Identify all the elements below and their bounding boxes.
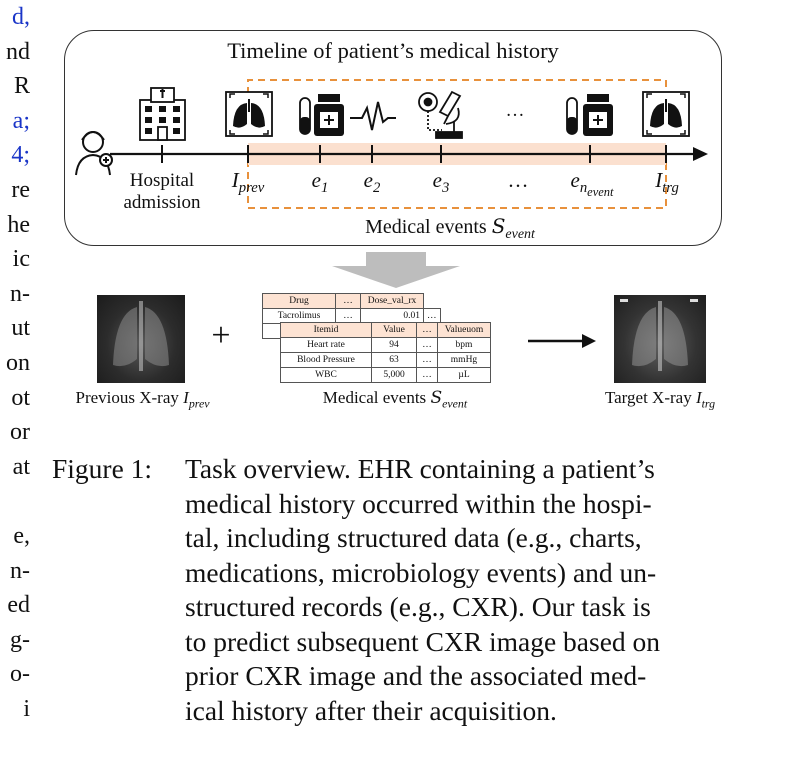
- left-column-line: ic: [12, 246, 30, 273]
- timeline-ticks: [161, 145, 667, 163]
- label-en-event: enevent: [570, 168, 614, 200]
- hospital-admission-label: Hospital admission: [123, 170, 201, 213]
- plus-sign: +: [211, 317, 231, 354]
- caption-line: tal, including structured data (e.g., ch…: [185, 522, 642, 553]
- chart-cell: bpm: [437, 337, 491, 353]
- left-column-line: i: [23, 695, 30, 722]
- previous-xray-label: Previous X-ray Iprev: [75, 388, 210, 411]
- timeline-arrowhead: [693, 147, 708, 161]
- label-e3: e3: [432, 168, 450, 197]
- left-column-line: [0, 484, 30, 519]
- label-e2: e2: [363, 168, 381, 197]
- chart-header-2: …: [416, 322, 438, 338]
- medication-icon-e1: [299, 94, 344, 136]
- timeline-panel: [64, 30, 722, 246]
- left-column-line: he: [7, 211, 30, 238]
- left-column-line: e,: [13, 522, 30, 549]
- label-ellipsis: …: [507, 168, 529, 192]
- left-column-line: ot: [11, 384, 30, 411]
- medical-events-timeline-label: Medical events 𝑆event: [365, 216, 535, 242]
- chart-cell: …: [416, 367, 438, 383]
- right-arrowhead: [582, 334, 596, 348]
- lungs-icon-trg: [642, 91, 690, 137]
- caption-label: Figure 1:: [52, 453, 153, 484]
- microscope-icon-e3: [418, 90, 463, 139]
- chart-header-1: Value: [371, 322, 417, 338]
- icon-ellipsis: …: [505, 100, 525, 121]
- label-e1: e1: [311, 168, 329, 197]
- drug-header-0: Drug: [262, 293, 336, 309]
- chart-cell: Blood Pressure: [280, 352, 372, 368]
- chart-cell: µL: [437, 367, 491, 383]
- caption-line: prior CXR image and the associated med-: [185, 660, 647, 691]
- chart-cell: mmHg: [437, 352, 491, 368]
- drug-header-3: [423, 293, 440, 309]
- label-i-trg: Itrg: [655, 168, 679, 197]
- previous-xray-lungs: [113, 301, 169, 371]
- drug-header-2: Dose_val_rx: [360, 293, 424, 309]
- label-i-prev: Iprev: [231, 168, 265, 197]
- left-column-line: at: [12, 453, 30, 480]
- patient-icon: [75, 131, 113, 176]
- left-column-line: ed: [7, 592, 30, 619]
- chart-cell: …: [416, 337, 438, 353]
- dashed-bracket-bottom: [247, 160, 667, 209]
- drug-header-1: …: [335, 293, 361, 309]
- chart-cell: …: [416, 352, 438, 368]
- left-column-line: n-: [10, 280, 30, 307]
- left-column-line: d,: [12, 4, 30, 30]
- caption-line: Task overview. EHR containing a patient’…: [185, 453, 655, 484]
- chart-header-0: Itemid: [280, 322, 372, 338]
- left-column-line: on: [6, 349, 30, 376]
- medical-events-table-label: Medical events 𝑆event: [322, 388, 468, 411]
- down-arrow: [332, 252, 460, 288]
- lungs-icon-prev: [225, 91, 273, 137]
- hospital-icon: [139, 87, 186, 141]
- left-column-line: or: [10, 419, 30, 446]
- chart-header-3: Valueuom: [437, 322, 491, 338]
- left-column-line: ut: [11, 315, 30, 342]
- left-column-line: o-: [10, 661, 30, 688]
- caption-line: medications, microbiology events) and un…: [185, 556, 657, 588]
- left-column-line: R: [13, 73, 30, 100]
- timeline-graphic: [75, 79, 708, 348]
- chart-cell: WBC: [280, 367, 372, 383]
- chart-cell: 94: [371, 337, 417, 353]
- left-column-line: g-: [10, 626, 30, 653]
- left-column-line: re: [11, 176, 30, 203]
- previous-xray-image: [97, 295, 185, 383]
- pulse-icon-e2: [350, 101, 396, 131]
- left-column-line: 4;: [11, 142, 30, 169]
- left-column-line: nd: [6, 38, 30, 65]
- caption-line: ical history after their acquisition.: [185, 694, 557, 726]
- target-xray-lungs: [620, 299, 698, 371]
- chart-cell: 5,000: [371, 367, 417, 383]
- caption-line: structured records (e.g., CXR). Our task…: [185, 591, 651, 622]
- medication-icon-en: [566, 94, 613, 136]
- timeline-title: Timeline of patient’s medical history: [227, 38, 559, 63]
- caption-line: to predict subsequent CXR image based on: [185, 625, 661, 657]
- target-xray-label: Target X-ray Itrg: [604, 388, 716, 411]
- target-xray-image: [614, 295, 706, 383]
- left-column-line: n-: [10, 557, 30, 584]
- figure-caption: Figure 1: Task overview. EHR containing a…: [52, 452, 742, 728]
- caption-line: medical history occurred within the hosp…: [185, 487, 652, 519]
- chart-cell: 63: [371, 352, 417, 368]
- chart-table: Itemid Value … Valueuom Heart rate 94 … …: [280, 322, 491, 383]
- chart-cell: Heart rate: [280, 337, 372, 353]
- left-column-line: a;: [12, 107, 30, 134]
